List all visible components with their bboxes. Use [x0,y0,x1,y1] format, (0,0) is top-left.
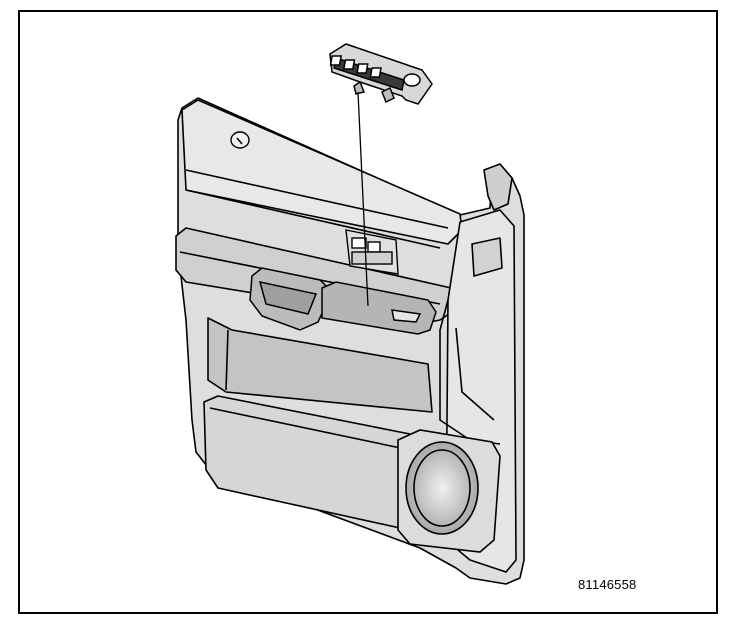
switch-bezel-opening [345,229,399,275]
power-window-switch [329,43,433,105]
door-lock-knob [230,131,250,149]
leader-line [357,91,369,307]
figure-number: 81146558 [578,577,637,592]
inside-door-handle [249,267,333,331]
armrest-pull-cup [321,281,437,335]
door-trim-panel [175,97,525,585]
speaker-grille [397,429,501,553]
